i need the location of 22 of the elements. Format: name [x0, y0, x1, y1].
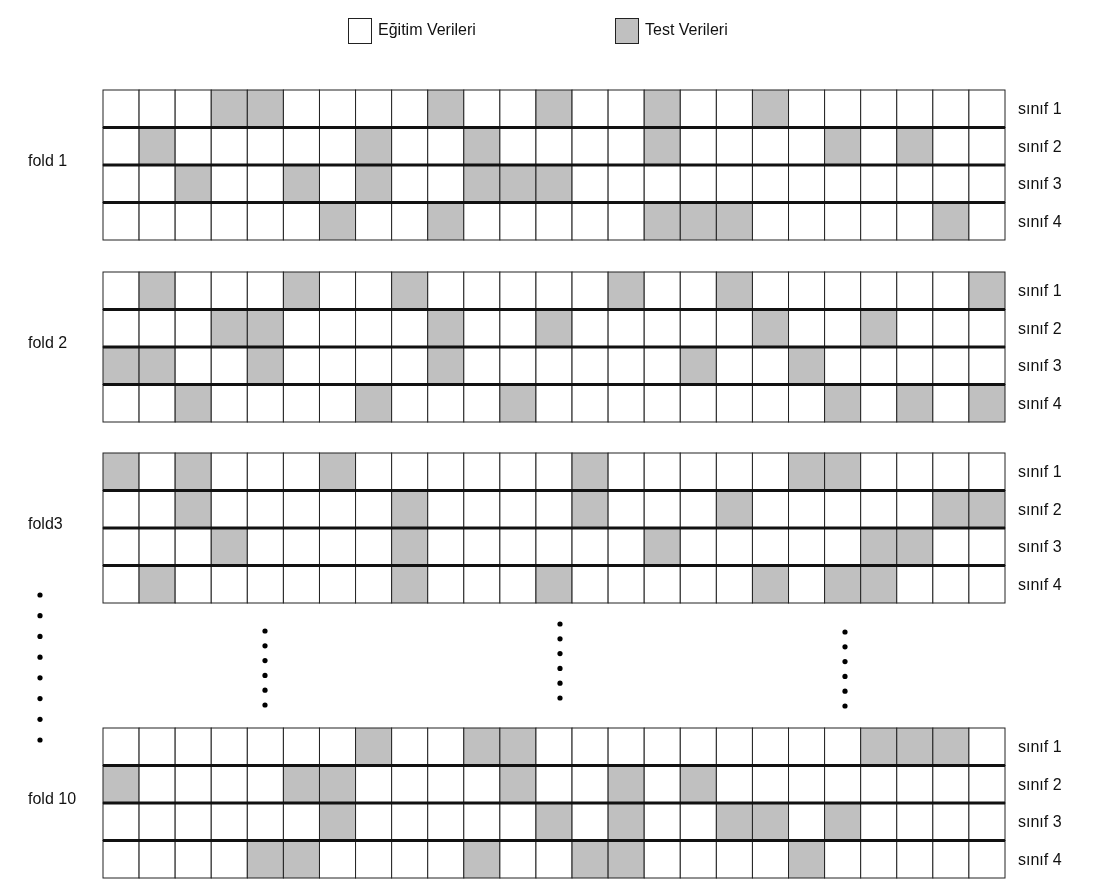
class-label: sınıf 3: [1018, 356, 1062, 376]
class-label: sınıf 2: [1018, 499, 1062, 520]
class-label: sınıf 3: [1018, 174, 1062, 194]
class-label: sınıf 1: [1018, 737, 1062, 757]
class-label: sınıf 1: [1018, 99, 1062, 119]
fold-label: fold 2: [28, 333, 68, 353]
fold-label: fold 10: [28, 789, 77, 809]
class-label: sınıf 3: [1018, 812, 1062, 832]
class-label: sınıf 4: [1018, 849, 1062, 870]
class-label: sınıf 4: [1018, 574, 1062, 595]
class-label: sınıf 2: [1018, 318, 1062, 339]
fold-label: fold3: [28, 514, 63, 534]
class-label: sınıf 4: [1018, 211, 1062, 232]
legend-label: Eğitim Verileri: [378, 20, 476, 40]
class-label: sınıf 1: [1018, 281, 1062, 301]
class-label: sınıf 2: [1018, 136, 1062, 157]
fold-label: fold 1: [28, 151, 68, 171]
legend-label: Test Verileri: [645, 20, 728, 40]
class-label: sınıf 3: [1018, 537, 1062, 557]
class-label: sınıf 2: [1018, 774, 1062, 795]
class-label: sınıf 4: [1018, 393, 1062, 414]
class-label: sınıf 1: [1018, 462, 1062, 482]
